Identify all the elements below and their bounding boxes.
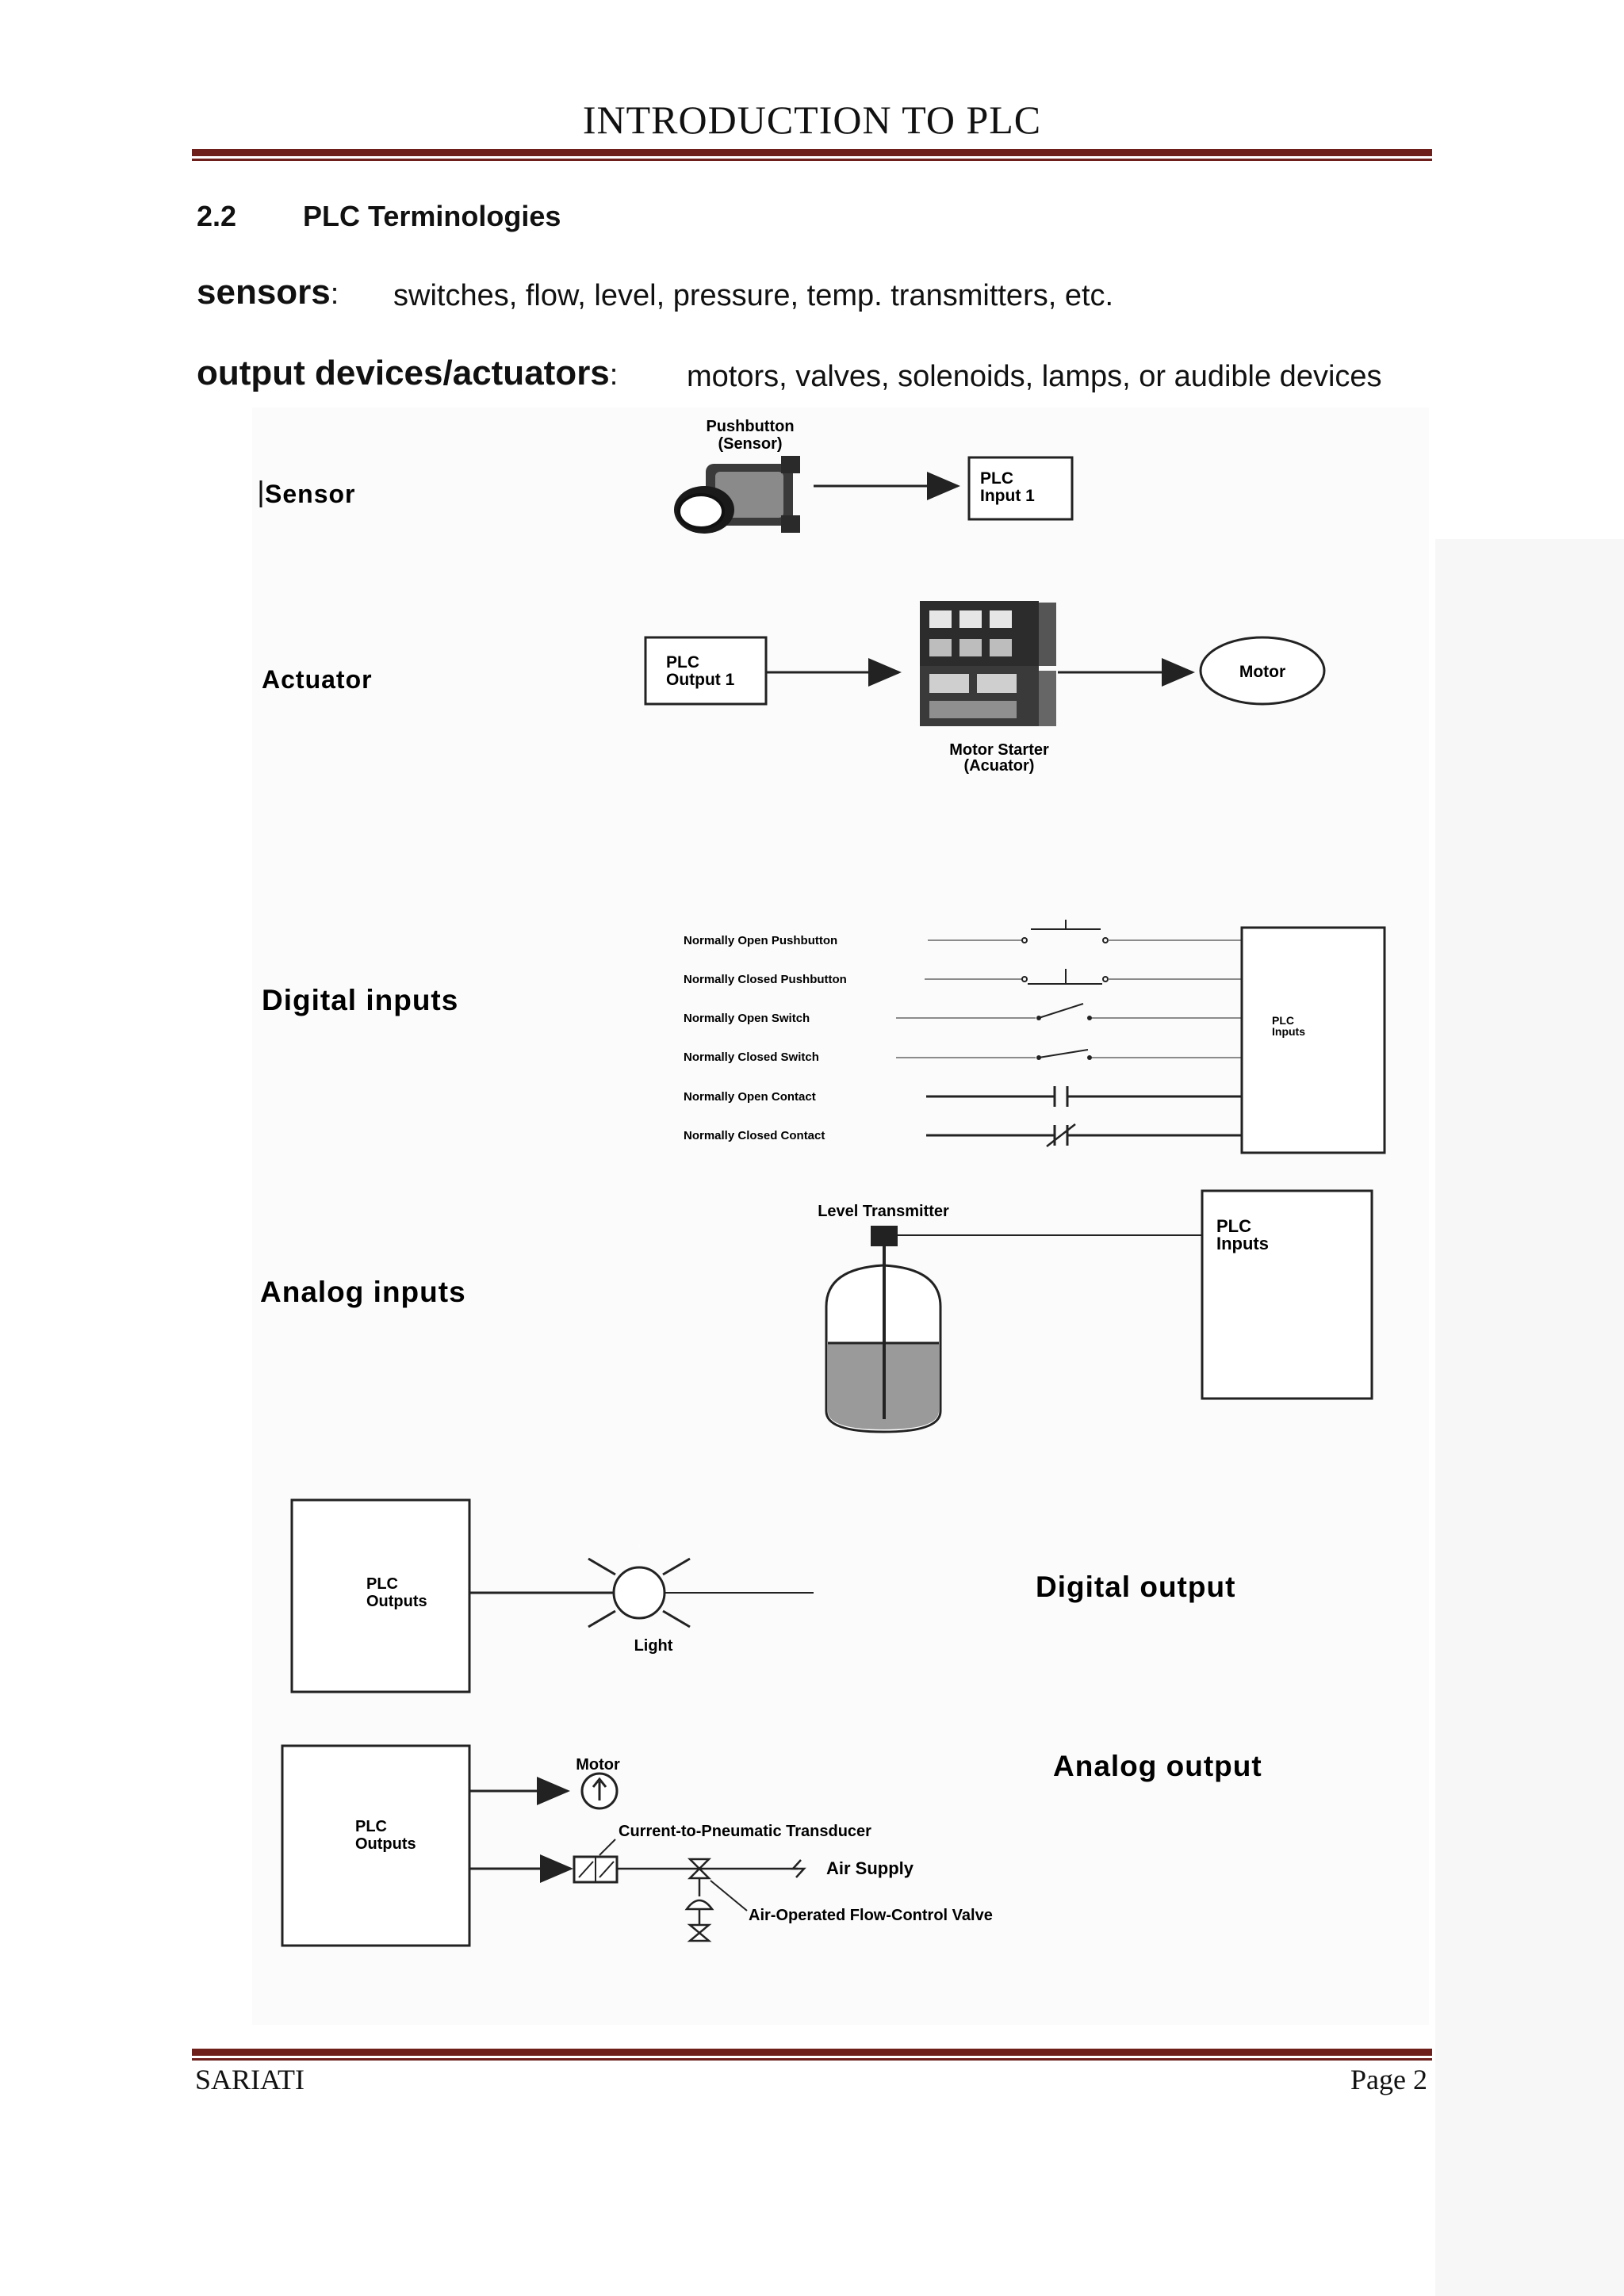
- header-rule: [192, 149, 1432, 161]
- analog-output-row: PLC Outputs Analog output Motor Current-…: [281, 1744, 1262, 1947]
- sensors-term: sensors: [197, 273, 331, 312]
- do-plc-label-2: Outputs: [366, 1593, 427, 1610]
- digital-inputs-row: Digital inputs Normally Open Pushbutton …: [262, 920, 1386, 1154]
- motor-icon: [1199, 636, 1326, 706]
- ai-plc-label-2: Inputs: [1216, 1234, 1269, 1253]
- di-item-6: Normally Closed Contact: [684, 1129, 825, 1142]
- outputs-description: motors, valves, solenoids, lamps, or aud…: [687, 360, 1382, 393]
- section-title: PLC Terminologies: [303, 200, 561, 232]
- air-supply-label: Air Supply: [826, 1858, 914, 1878]
- analog-inputs-label: Analog inputs: [260, 1276, 466, 1308]
- pushbutton-label-2: (Sensor): [718, 435, 782, 453]
- footer-author: SARIATI: [195, 2064, 305, 2095]
- sensor-label: Sensor: [265, 480, 355, 508]
- di-item-1: Normally Open Pushbutton: [684, 934, 837, 947]
- ao-motor-label: Motor: [576, 1756, 620, 1774]
- page-number: Page 2: [1350, 2064, 1427, 2095]
- motor-starter-icon: [920, 601, 1056, 726]
- digital-output-label: Digital output: [1036, 1571, 1235, 1603]
- page-header-title: INTRODUCTION TO PLC: [582, 98, 1042, 142]
- outputs-term: output devices/actuators: [197, 354, 610, 392]
- di-item-2: Normally Closed Pushbutton: [684, 973, 847, 986]
- ai-plc-label-1: PLC: [1216, 1216, 1251, 1236]
- analog-inputs-row: Analog inputs Level Transmitter PLC Inpu…: [260, 1189, 1373, 1433]
- di-item-5: Normally Open Contact: [684, 1090, 816, 1104]
- footer-rule: [192, 2049, 1432, 2061]
- motor-starter-label-2: (Acuator): [964, 757, 1035, 775]
- motor-label: Motor: [1239, 663, 1285, 681]
- valve-label: Air-Operated Flow-Control Valve: [749, 1907, 993, 1924]
- digital-output-row: PLC Outputs Light Digital output: [290, 1498, 1235, 1693]
- sensors-definition: sensors:: [197, 273, 339, 312]
- actuator-label: Actuator: [262, 665, 373, 694]
- digital-inputs-label: Digital inputs: [262, 984, 458, 1016]
- motor-starter-label-1: Motor Starter: [949, 741, 1049, 759]
- di-item-4: Normally Closed Switch: [684, 1050, 819, 1064]
- level-tank-icon: [825, 1226, 942, 1433]
- ao-plc-label-1: PLC: [355, 1818, 387, 1835]
- plc-input-label-2: Input 1: [980, 487, 1035, 505]
- outputs-definition: output devices/actuators:: [197, 354, 618, 393]
- di-plc-label-1: PLC: [1272, 1014, 1294, 1027]
- do-plc-label-1: PLC: [366, 1575, 398, 1593]
- transducer-label: Current-to-Pneumatic Transducer: [619, 1823, 871, 1840]
- di-plc-label-2: Inputs: [1272, 1025, 1305, 1038]
- margin-shade: [1435, 539, 1624, 2296]
- level-transmitter-label: Level Transmitter: [818, 1203, 949, 1220]
- ao-plc-label-2: Outputs: [355, 1835, 416, 1853]
- plc-output-label-2: Output 1: [666, 671, 735, 689]
- plc-input-label-1: PLC: [980, 469, 1013, 488]
- sensors-description: switches, flow, level, pressure, temp. t…: [393, 279, 1114, 312]
- light-label: Light: [634, 1637, 673, 1655]
- outputs-colon: :: [609, 358, 619, 392]
- sensor-row: Sensor Pushbutton (Sensor) PLC Input 1: [259, 418, 1074, 534]
- light-icon: [612, 1566, 666, 1620]
- flow-control-valve-icon: [684, 1858, 714, 1942]
- section-heading: 2.2 PLC Terminologies: [197, 200, 561, 233]
- plc-output-label-1: PLC: [666, 653, 699, 672]
- pushbutton-label-1: Pushbutton: [706, 418, 794, 435]
- actuator-row: Actuator PLC Output 1 Motor Starter (Acu…: [262, 601, 1326, 775]
- sensors-colon: :: [330, 277, 339, 311]
- di-item-3: Normally Open Switch: [684, 1012, 810, 1025]
- analog-output-label: Analog output: [1053, 1750, 1262, 1782]
- pushbutton-icon: [674, 456, 800, 534]
- section-number: 2.2: [197, 200, 237, 232]
